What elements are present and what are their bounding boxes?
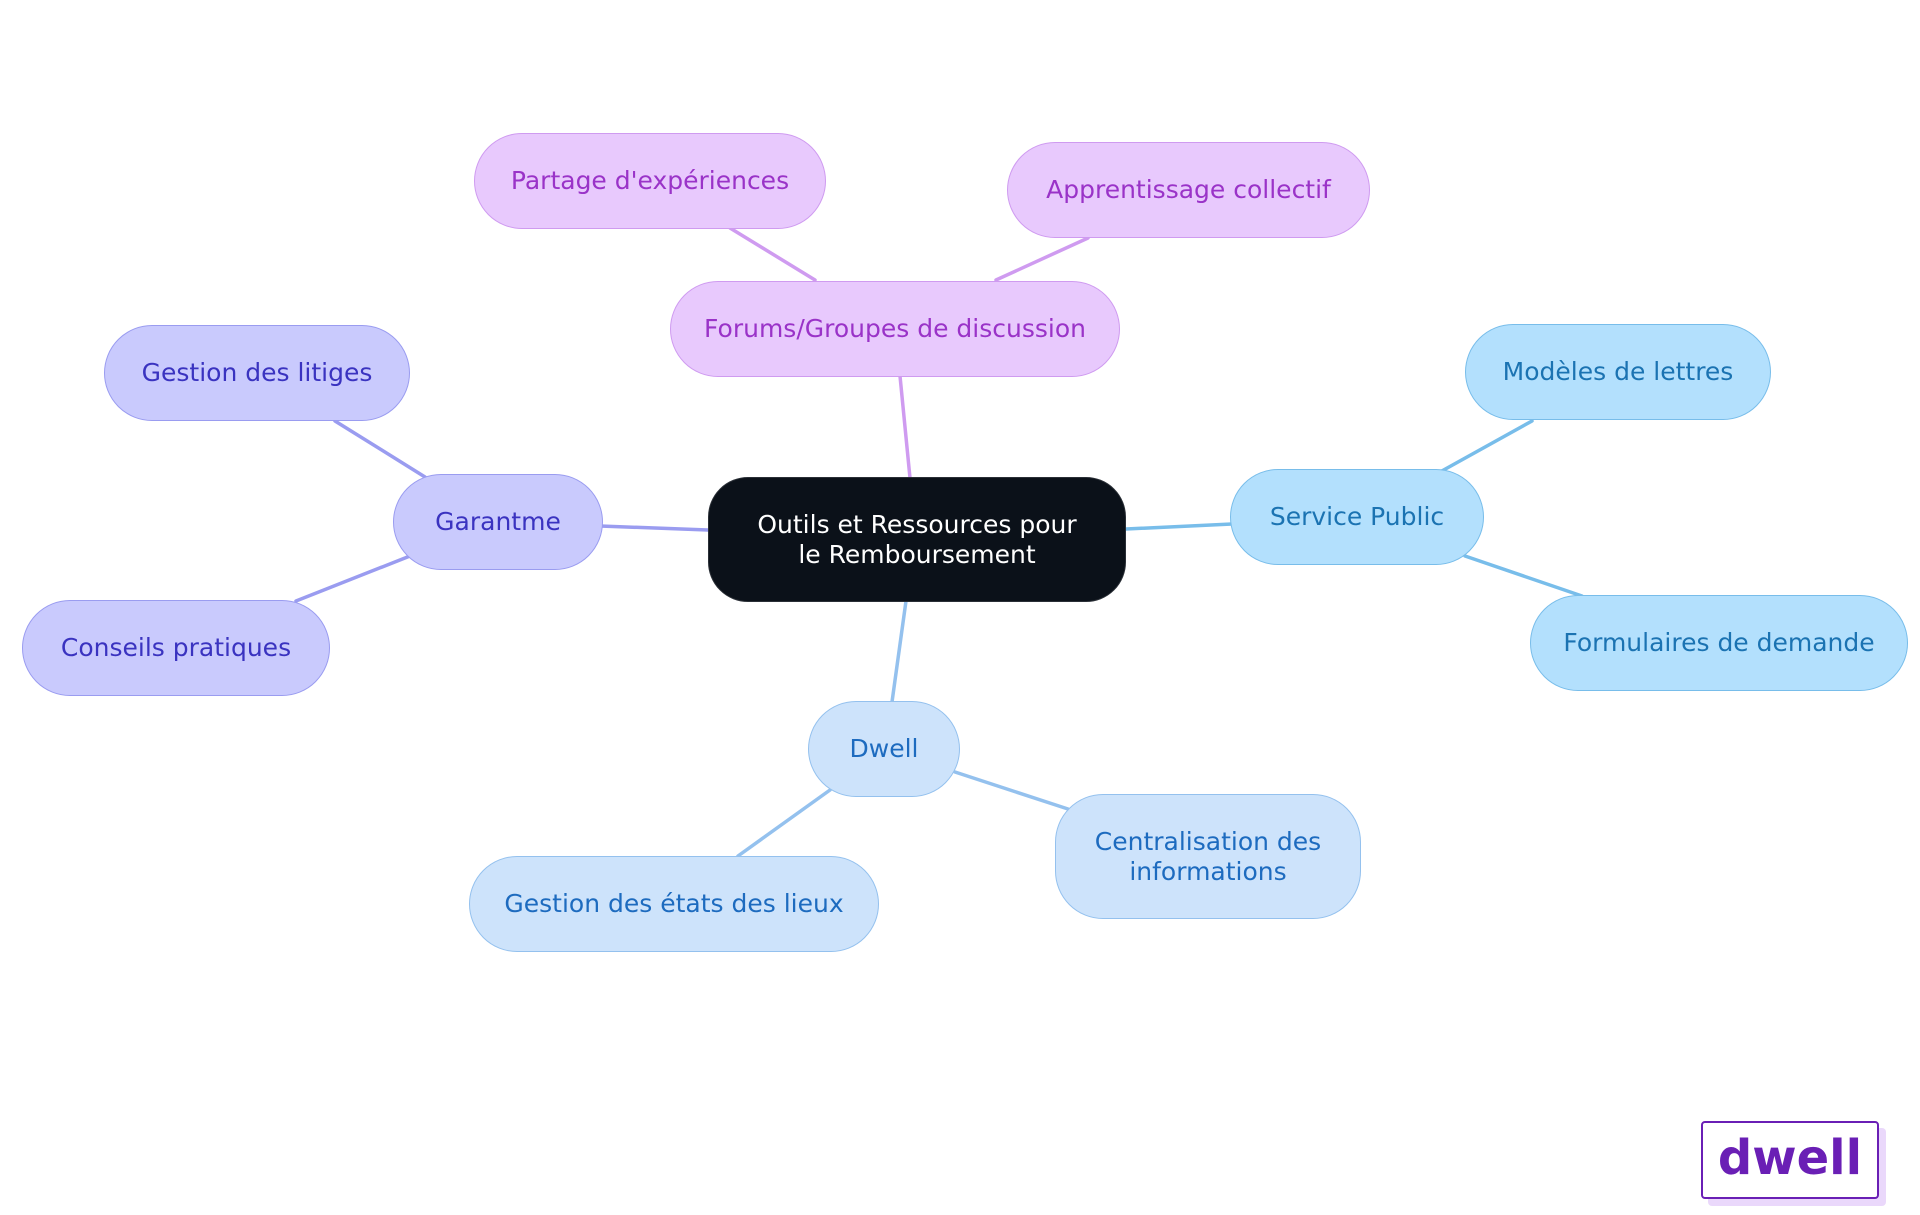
apprentissage-node-label: Apprentissage collectif — [1046, 175, 1331, 204]
partage-node[interactable]: Partage d'expériences — [474, 133, 826, 229]
service-public-node-label: Service Public — [1269, 502, 1445, 531]
logo-text: dwell — [1717, 1130, 1863, 1186]
modeles-node-label: Modèles de lettres — [1502, 357, 1734, 386]
dwell-node[interactable]: Dwell — [808, 701, 960, 797]
partage-node-label: Partage d'expériences — [510, 166, 790, 195]
garantme-node-label: Garantme — [435, 507, 561, 536]
edge-forums-partage — [728, 226, 817, 282]
conseils-node-label: Conseils pratiques — [60, 633, 292, 662]
forums-node-label: Forums/Groupes de discussion — [704, 314, 1086, 343]
formulaires-node[interactable]: Formulaires de demande — [1530, 595, 1908, 691]
edge-root-garantme — [598, 524, 710, 532]
edge-dwell-centralisation — [953, 770, 1070, 811]
apprentissage-node[interactable]: Apprentissage collectif — [1007, 142, 1370, 238]
etats-des-lieux-node-label: Gestion des états des lieux — [504, 889, 844, 918]
edge-garantme-litiges — [333, 419, 427, 479]
edge-root-dwell — [890, 599, 908, 704]
edge-dwell-etats — [736, 788, 832, 858]
forums-node[interactable]: Forums/Groupes de discussion — [670, 281, 1120, 377]
dwell-node-label: Dwell — [849, 734, 919, 763]
centralisation-node[interactable]: Centralisation des informations — [1055, 794, 1361, 919]
edge-root-service — [1124, 522, 1234, 531]
conseils-node[interactable]: Conseils pratiques — [22, 600, 330, 696]
edge-service-modeles — [1438, 419, 1534, 474]
edge-garantme-conseils — [294, 554, 412, 603]
root-node[interactable]: Outils et Ressources pour le Rembourseme… — [708, 477, 1126, 602]
centralisation-node-label: Centralisation des informations — [1094, 826, 1322, 886]
modeles-node[interactable]: Modèles de lettres — [1465, 324, 1771, 420]
litiges-node[interactable]: Gestion des litiges — [104, 325, 410, 421]
edge-forums-apprentissage — [994, 236, 1090, 282]
dwell-logo: dwell — [1701, 1121, 1886, 1206]
edge-service-formulaires — [1463, 554, 1584, 598]
formulaires-node-label: Formulaires de demande — [1563, 628, 1875, 657]
litiges-node-label: Gestion des litiges — [141, 358, 373, 387]
root-node-label: Outils et Ressources pour le Rembourseme… — [757, 509, 1077, 569]
garantme-node[interactable]: Garantme — [393, 474, 603, 570]
logo-box: dwell — [1701, 1121, 1879, 1199]
etats-des-lieux-node[interactable]: Gestion des états des lieux — [469, 856, 879, 952]
edge-root-forums — [898, 374, 912, 480]
service-public-node[interactable]: Service Public — [1230, 469, 1484, 565]
